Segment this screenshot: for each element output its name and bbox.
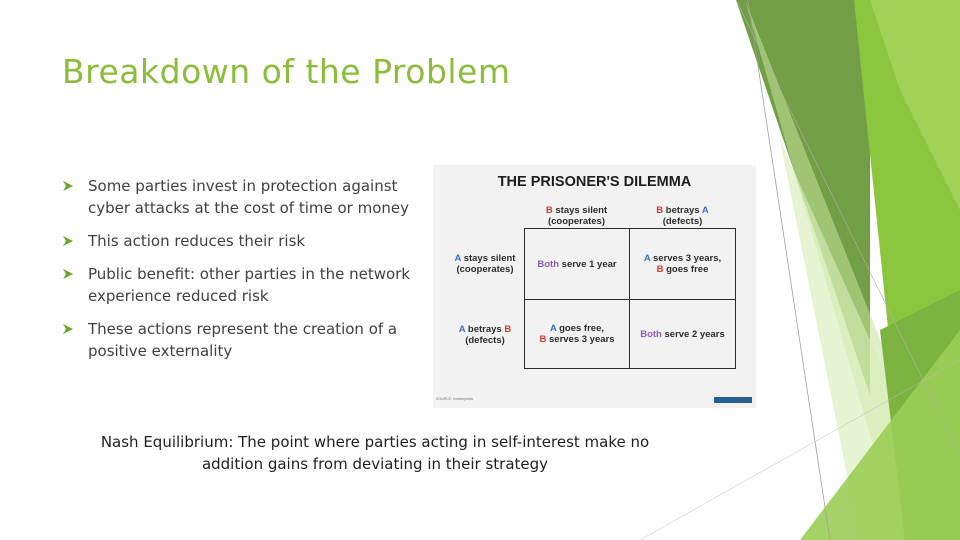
arrow-bullet-icon — [63, 269, 73, 279]
player-a-label: A — [549, 323, 557, 334]
cell-text: serves 3 years, — [650, 253, 722, 264]
cell-text: serves 3 years — [546, 334, 615, 345]
header-action: betrays — [663, 205, 702, 216]
prisoners-dilemma-figure: THE PRISONER'S DILEMMA B stays silent (c… — [433, 165, 756, 408]
bullet-item: Some parties invest in protection agains… — [62, 175, 412, 219]
publisher-logo-badge — [714, 397, 752, 403]
bullet-text: These actions represent the creation of … — [88, 320, 398, 360]
row-header-a-betrays: A betrays B (defects) — [445, 324, 525, 346]
header-action: stays silent — [552, 205, 608, 216]
player-b-label: B — [504, 324, 512, 335]
arrow-bullet-icon — [63, 181, 73, 191]
player-b-label: B — [539, 334, 547, 345]
cell-text: serve 1 year — [559, 258, 617, 270]
player-b-label: B — [545, 205, 553, 216]
header-sub: (defects) — [662, 216, 703, 227]
payoff-matrix: Both serve 1 year A serves 3 years,B goe… — [524, 228, 736, 369]
header-action: betrays — [465, 324, 505, 335]
figure-source: SOURCE: Investopedia — [436, 397, 473, 401]
bullet-text: This action reduces their risk — [88, 232, 306, 250]
bullet-text: Some parties invest in protection agains… — [88, 177, 409, 217]
header-sub: (cooperates) — [547, 216, 605, 227]
matrix-cell-r1c2: A serves 3 years,B goes free — [630, 229, 735, 299]
header-sub: (defects) — [465, 335, 505, 346]
matrix-cell-r1c1: Both serve 1 year — [525, 229, 629, 299]
header-sub: (cooperates) — [456, 264, 514, 275]
player-b-label: B — [656, 264, 664, 275]
player-a-label: A — [643, 253, 651, 264]
cell-text: goes free, — [556, 323, 605, 334]
column-header-b-silent: B stays silent (cooperates) — [524, 205, 629, 227]
column-header-b-betrays: B betrays A (defects) — [629, 205, 736, 227]
figure-title: THE PRISONER'S DILEMMA — [497, 174, 692, 190]
row-header-a-silent: A stays silent (cooperates) — [445, 253, 525, 275]
cell-text: goes free — [663, 264, 709, 275]
header-action: stays silent — [461, 253, 516, 264]
both-label: Both — [640, 328, 662, 340]
matrix-divider — [629, 229, 630, 368]
player-b-label: B — [656, 205, 664, 216]
matrix-cell-r2c1: A goes free, B serves 3 years — [525, 300, 629, 368]
player-a-label: A — [458, 324, 466, 335]
arrow-bullet-icon — [63, 324, 73, 334]
cell-text: serve 2 years — [661, 328, 725, 340]
arrow-bullet-icon — [63, 236, 73, 246]
matrix-divider — [525, 299, 735, 300]
bullet-item: These actions represent the creation of … — [62, 318, 412, 362]
player-a-label: A — [701, 205, 709, 216]
matrix-cell-r2c2: Both serve 2 years — [630, 300, 735, 368]
nash-equilibrium-note: Nash Equilibrium: The point where partie… — [100, 433, 650, 473]
bullet-item: Public benefit: other parties in the net… — [62, 263, 412, 307]
player-a-label: A — [454, 253, 462, 264]
slide-title: Breakdown of the Problem — [62, 52, 511, 91]
bullet-item: This action reduces their risk — [62, 230, 412, 252]
bullet-list: Some parties invest in protection agains… — [62, 175, 412, 373]
bullet-text: Public benefit: other parties in the net… — [88, 265, 411, 305]
both-label: Both — [537, 258, 560, 270]
